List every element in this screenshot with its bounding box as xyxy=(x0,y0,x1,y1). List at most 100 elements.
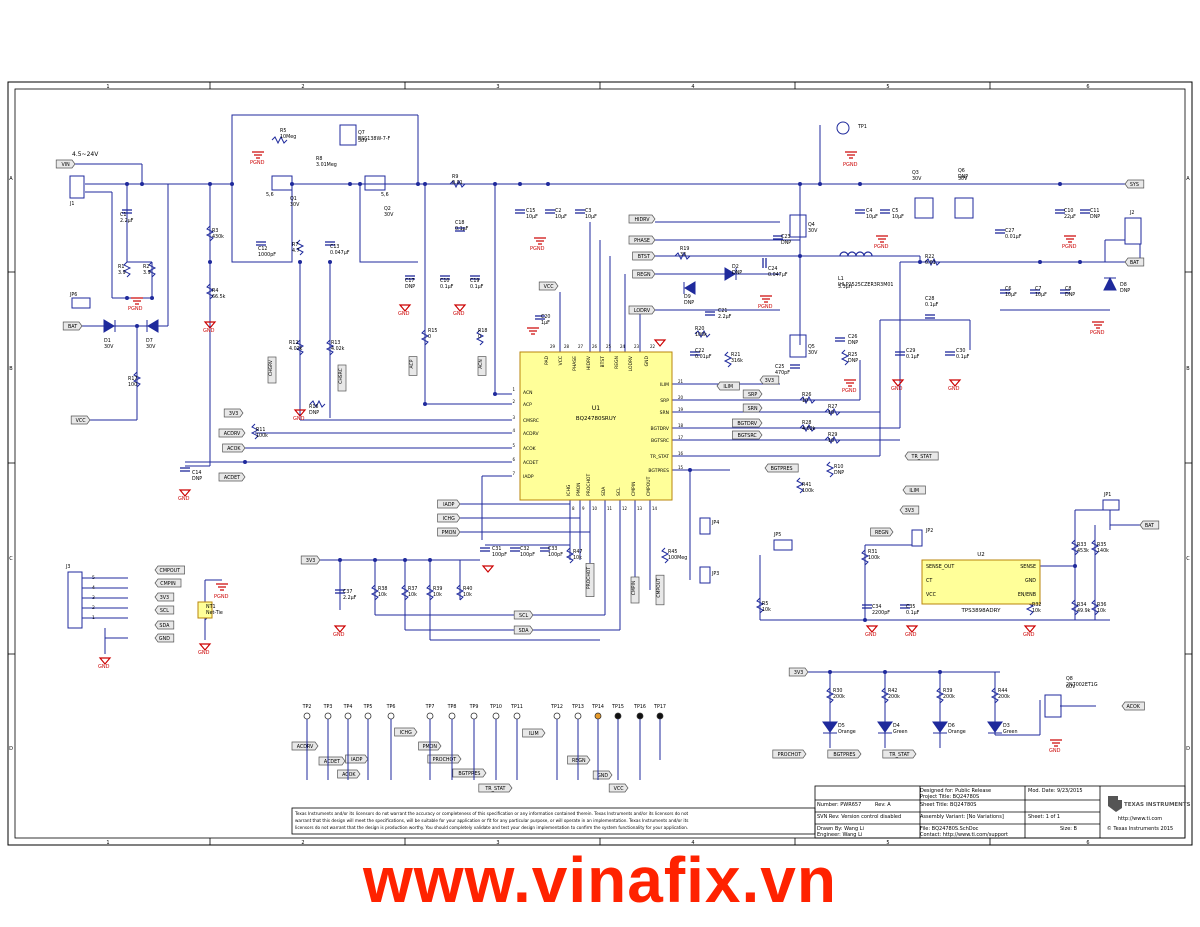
port-acdrv-tp: ACDRV xyxy=(291,741,319,751)
svg-text:BGTSRC: BGTSRC xyxy=(651,438,669,444)
testpoint-tp12[interactable]: TP12 xyxy=(550,704,563,780)
mosfet-symbols xyxy=(271,124,1062,718)
svg-text:0.1µF: 0.1µF xyxy=(956,354,970,360)
testpoint-tp5[interactable]: TP5 xyxy=(363,704,373,780)
testpoint-tp16[interactable]: TP16 xyxy=(633,704,646,780)
svg-text:10µF: 10µF xyxy=(892,214,904,220)
testpoint-tp14[interactable]: TP14 xyxy=(591,704,604,780)
svg-text:SCL: SCL xyxy=(616,487,622,496)
svg-text:C8: C8 xyxy=(1065,286,1071,292)
svg-text:R15: R15 xyxy=(428,328,437,334)
svg-text:VCC: VCC xyxy=(614,786,625,792)
svg-text:TP16: TP16 xyxy=(633,704,646,710)
testpoint-tp11[interactable]: TP11 xyxy=(510,704,523,780)
svg-text:200k: 200k xyxy=(888,694,900,700)
col-label-bottom: 4 xyxy=(691,840,694,846)
testpoint-tp7[interactable]: TP7 xyxy=(425,704,435,780)
svg-text:REGN: REGN xyxy=(572,758,586,764)
svg-text:2.2µF: 2.2µF xyxy=(120,218,134,224)
svg-text:CHSRC: CHSRC xyxy=(338,368,344,383)
svg-text:1: 1 xyxy=(92,615,95,621)
svg-text:D5: D5 xyxy=(838,723,845,729)
svg-text:10Meg: 10Meg xyxy=(280,134,296,140)
diode-symbols xyxy=(103,267,1117,734)
component-labels: C12.2µFR13.9R23.9JP6D130VD730VR17100R343… xyxy=(65,124,1134,735)
svg-text:0.1µF: 0.1µF xyxy=(906,610,920,616)
testpoint-tp8[interactable]: TP8 xyxy=(447,704,457,780)
testpoint-tp3[interactable]: TP3 xyxy=(323,704,333,780)
svg-text:IHLP2525CZER3R3M01: IHLP2525CZER3R3M01 xyxy=(838,282,893,288)
svg-text:SRN: SRN xyxy=(748,406,758,412)
testpoint-tp4[interactable]: TP4 xyxy=(343,704,353,780)
svg-text:DNP: DNP xyxy=(1090,214,1100,220)
svg-text:C23: C23 xyxy=(781,234,790,240)
svg-text:2: 2 xyxy=(92,605,95,611)
testpoint-tp2[interactable]: TP2 xyxy=(302,704,312,780)
svg-text:CMSRC: CMSRC xyxy=(523,418,539,424)
port-ilim: ILIM xyxy=(716,381,740,391)
testpoint-tp6[interactable]: TP6 xyxy=(386,704,396,780)
svg-text:REGN: REGN xyxy=(875,530,889,536)
svg-text:PROCHOT: PROCHOT xyxy=(586,567,592,589)
svg-text:C10: C10 xyxy=(440,278,449,284)
svg-text:JP5: JP5 xyxy=(773,532,781,538)
svg-text:VCC: VCC xyxy=(558,356,564,365)
testpoint-tp15[interactable]: TP15 xyxy=(611,704,624,780)
svg-text:R5: R5 xyxy=(280,128,286,134)
svg-text:R33: R33 xyxy=(1077,542,1086,548)
svg-text:R10: R10 xyxy=(834,464,843,470)
tb-mod-date: Mod. Date: 9/23/2015 xyxy=(1028,788,1083,794)
testpoint-tp10[interactable]: TP10 xyxy=(489,704,502,780)
svg-text:D8: D8 xyxy=(1120,282,1127,288)
port-prochot-led: PROCHOT xyxy=(772,749,807,759)
svg-text:3V3: 3V3 xyxy=(794,670,803,676)
svg-text:TP13: TP13 xyxy=(571,704,584,710)
svg-text:200k: 200k xyxy=(998,694,1010,700)
svg-text:10: 10 xyxy=(592,506,598,511)
testpoint-tp9[interactable]: TP9 xyxy=(469,704,479,780)
testpoint-tp13[interactable]: TP13 xyxy=(571,704,584,780)
svg-text:22µF: 22µF xyxy=(1064,214,1076,220)
u2-ref: U2 xyxy=(977,552,985,558)
svg-text:C18: C18 xyxy=(455,220,464,226)
svg-text:15: 15 xyxy=(678,465,684,470)
testpoint-tp17[interactable]: TP17 xyxy=(653,704,666,760)
port-regn-u2: REGN xyxy=(870,527,894,537)
svg-text:VCC: VCC xyxy=(926,592,937,598)
svg-text:DNP: DNP xyxy=(834,470,844,476)
svg-text:BAT: BAT xyxy=(1145,523,1154,529)
pgnd-label: PGND xyxy=(530,246,545,252)
ic-u2[interactable]: U2 TPS3898ADRY SENSE_OUTCTVCCSENSEGNDEN/… xyxy=(921,552,1041,614)
capacitor-symbols xyxy=(122,209,1090,609)
ic-u1[interactable]: U1 BQ24780SRUY ACN1ACP2CMSRC3ACDRV4ACOK5… xyxy=(512,344,683,511)
svg-text:19: 19 xyxy=(678,407,684,412)
svg-text:ACN: ACN xyxy=(523,390,533,396)
svg-text:J3: J3 xyxy=(65,564,70,570)
port-acdet: ACDET xyxy=(218,472,246,482)
port-regn: REGN xyxy=(632,269,656,279)
svg-text:SENSE: SENSE xyxy=(1020,564,1036,570)
svg-text:R2: R2 xyxy=(143,264,149,270)
svg-text:TP2: TP2 xyxy=(302,704,312,710)
svg-text:D2: D2 xyxy=(732,264,739,270)
port-vin: VIN xyxy=(55,159,76,169)
svg-text:IADP: IADP xyxy=(351,757,362,763)
u1-body xyxy=(519,351,673,501)
svg-text:ICHG: ICHG xyxy=(400,730,412,736)
port-acdet-tp: ACDET xyxy=(318,756,346,766)
svg-text:IADP: IADP xyxy=(523,474,534,480)
port-acok-tp: ACOK xyxy=(337,769,361,779)
component-tp1: TP1 xyxy=(857,124,867,130)
svg-text:100k: 100k xyxy=(868,555,880,561)
svg-text:VCC: VCC xyxy=(544,284,555,290)
